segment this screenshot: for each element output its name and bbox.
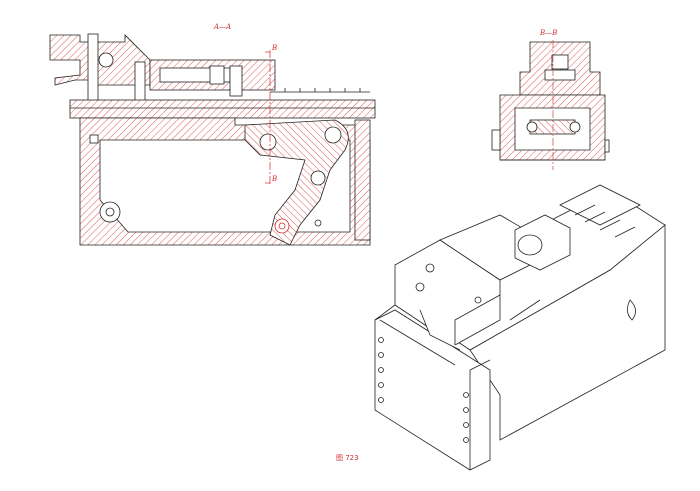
bolt-hole [98,52,114,68]
link-pin-1 [259,133,277,151]
section-a-a-label: A—A [214,23,232,31]
pivot-left [99,201,121,223]
iso-hole [378,337,384,343]
cut-label-bottom: B [272,175,278,183]
link-arm [244,119,349,246]
figure-caption: 图 723 [336,454,359,462]
isometric-view [374,184,666,471]
iso-top-plates [559,184,641,226]
iso-front-block [374,309,491,471]
base-plate [69,99,376,119]
section-b-b-label: B—B [540,29,558,37]
link-pin-3 [310,170,326,186]
bolt-2 [134,61,146,103]
cut-label-top: B [272,44,278,52]
bolt-1 [87,33,99,105]
link-pin-4 [274,218,290,234]
section-a-a-view [49,33,376,246]
section-b-b-view [491,41,610,161]
cut-line-b [265,50,271,185]
iso-side-hook [627,299,636,321]
link-pin-2 [324,126,342,144]
iso-rod-housing [514,214,571,271]
side-plate [354,119,371,241]
